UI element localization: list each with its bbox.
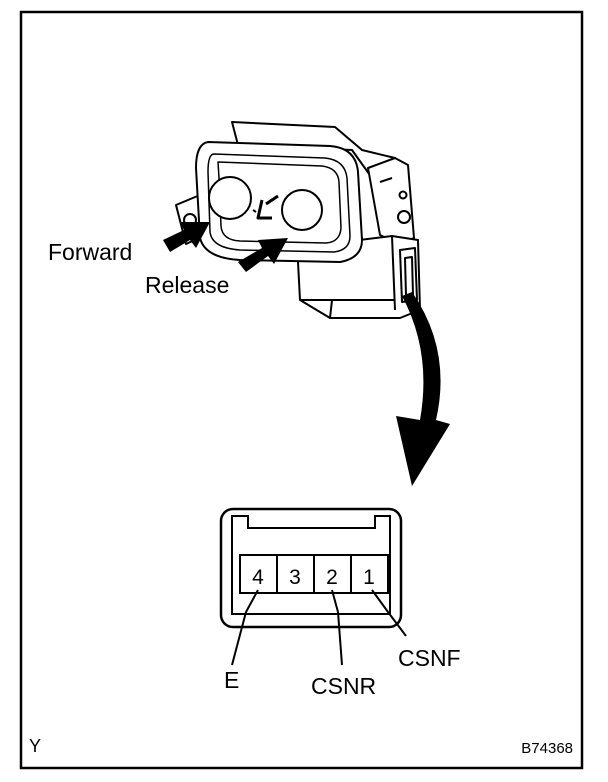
release-arrow xyxy=(238,238,288,272)
seat-pictogram xyxy=(252,194,279,220)
figure-code: B74368 xyxy=(521,740,573,757)
leader-csnr xyxy=(331,589,343,666)
bracket-hole-lower xyxy=(397,210,411,224)
release-push-button xyxy=(281,189,323,231)
connector-inner-wall xyxy=(231,515,391,615)
release-label: Release xyxy=(145,272,229,298)
corner-letter: Y xyxy=(29,736,41,756)
leader-csnf xyxy=(371,589,407,637)
connector-outer-shell xyxy=(219,507,403,629)
leader-e xyxy=(231,589,259,666)
forward-label: Forward xyxy=(48,239,132,265)
pin-3: 3 xyxy=(289,566,301,589)
view-direction-arrow xyxy=(396,292,450,486)
forward-arrow xyxy=(163,222,210,252)
forward-push-button xyxy=(208,176,252,220)
connector-face xyxy=(219,507,403,629)
bracket-hole-upper xyxy=(398,190,408,200)
pin-4: 4 xyxy=(252,566,264,589)
terminal-leader-lines xyxy=(231,589,407,666)
pin-1: 1 xyxy=(363,566,375,589)
terminal-e: E xyxy=(224,667,239,693)
terminal-csnf: CSNF xyxy=(398,645,461,671)
seat-switch xyxy=(175,121,421,319)
terminal-csnr: CSNR xyxy=(311,673,376,699)
pin-2: 2 xyxy=(326,566,338,589)
